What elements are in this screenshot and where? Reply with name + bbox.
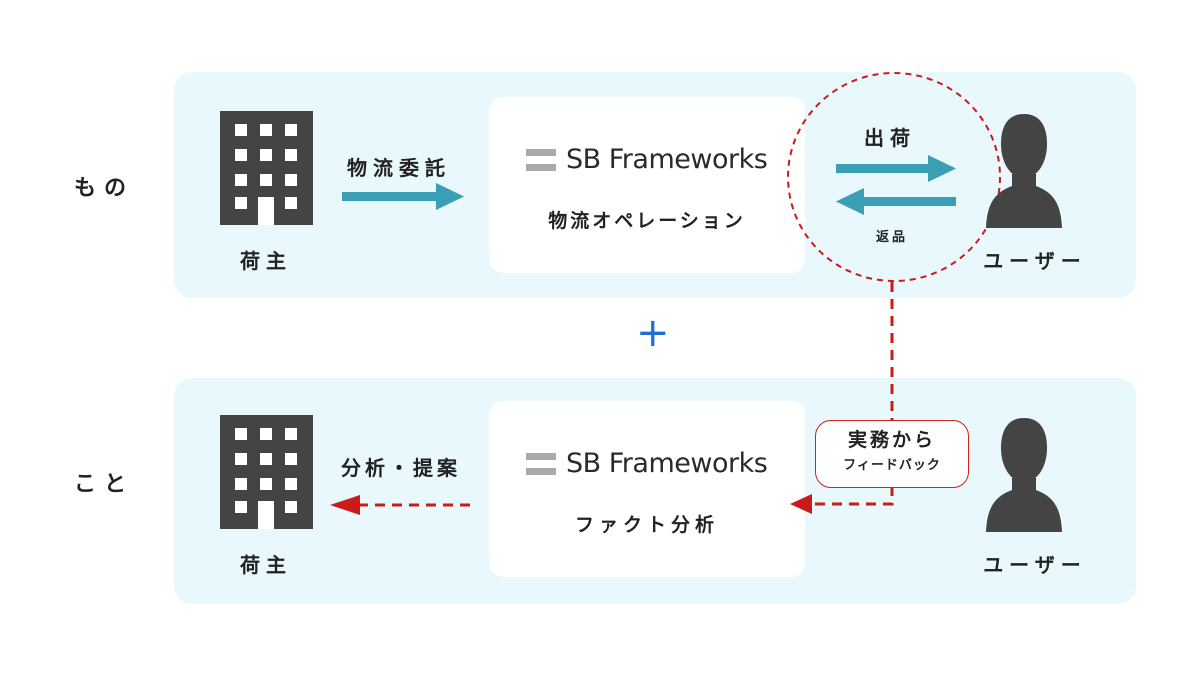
return-label: 返品: [875, 230, 908, 245]
logo-mark-icon: [526, 148, 556, 171]
logo-mark-icon: [526, 452, 556, 475]
feedback-badge: 実務から フィードバック: [815, 420, 969, 488]
user-silhouette-icon: [986, 114, 1062, 228]
outsourcing-label: 物流委託: [347, 156, 451, 180]
shipper-label-top: 荷主: [240, 249, 292, 273]
shipper-label-bottom: 荷主: [240, 553, 292, 577]
outsourcing-arrow: [342, 183, 464, 210]
ship-arrow: [836, 155, 956, 182]
row-label-koto: こと: [74, 472, 135, 497]
card-subtitle-operation: 物流オペレーション: [548, 210, 746, 232]
ship-label: 出荷: [864, 126, 916, 150]
sb-frameworks-logo-top: SB Frameworks: [526, 144, 768, 175]
building-icon: [220, 111, 313, 225]
return-arrow: [836, 188, 956, 215]
feedback-line1: 実務から: [847, 429, 936, 451]
feedback-dashed-path: [790, 282, 894, 514]
user-label-top: ユーザー: [983, 249, 1087, 273]
building-icon: [220, 415, 313, 529]
feedback-line2: フィードバック: [843, 458, 941, 473]
analysis-arrow: [330, 495, 470, 515]
row-label-mono: もの: [74, 176, 135, 201]
logo-text: SB Frameworks: [566, 448, 768, 479]
analysis-proposal-label: 分析・提案: [341, 456, 461, 480]
highlight-dashed-circle: [787, 72, 1001, 282]
user-label-bottom: ユーザー: [983, 553, 1087, 577]
card-subtitle-analysis: ファクト分析: [574, 514, 719, 536]
sb-frameworks-card-analysis: [489, 401, 805, 577]
plus-icon: +: [636, 310, 670, 356]
sb-frameworks-logo-bottom: SB Frameworks: [526, 448, 768, 479]
logo-text: SB Frameworks: [566, 144, 768, 175]
user-silhouette-icon: [986, 418, 1062, 532]
sb-frameworks-card-operation: [489, 97, 805, 273]
